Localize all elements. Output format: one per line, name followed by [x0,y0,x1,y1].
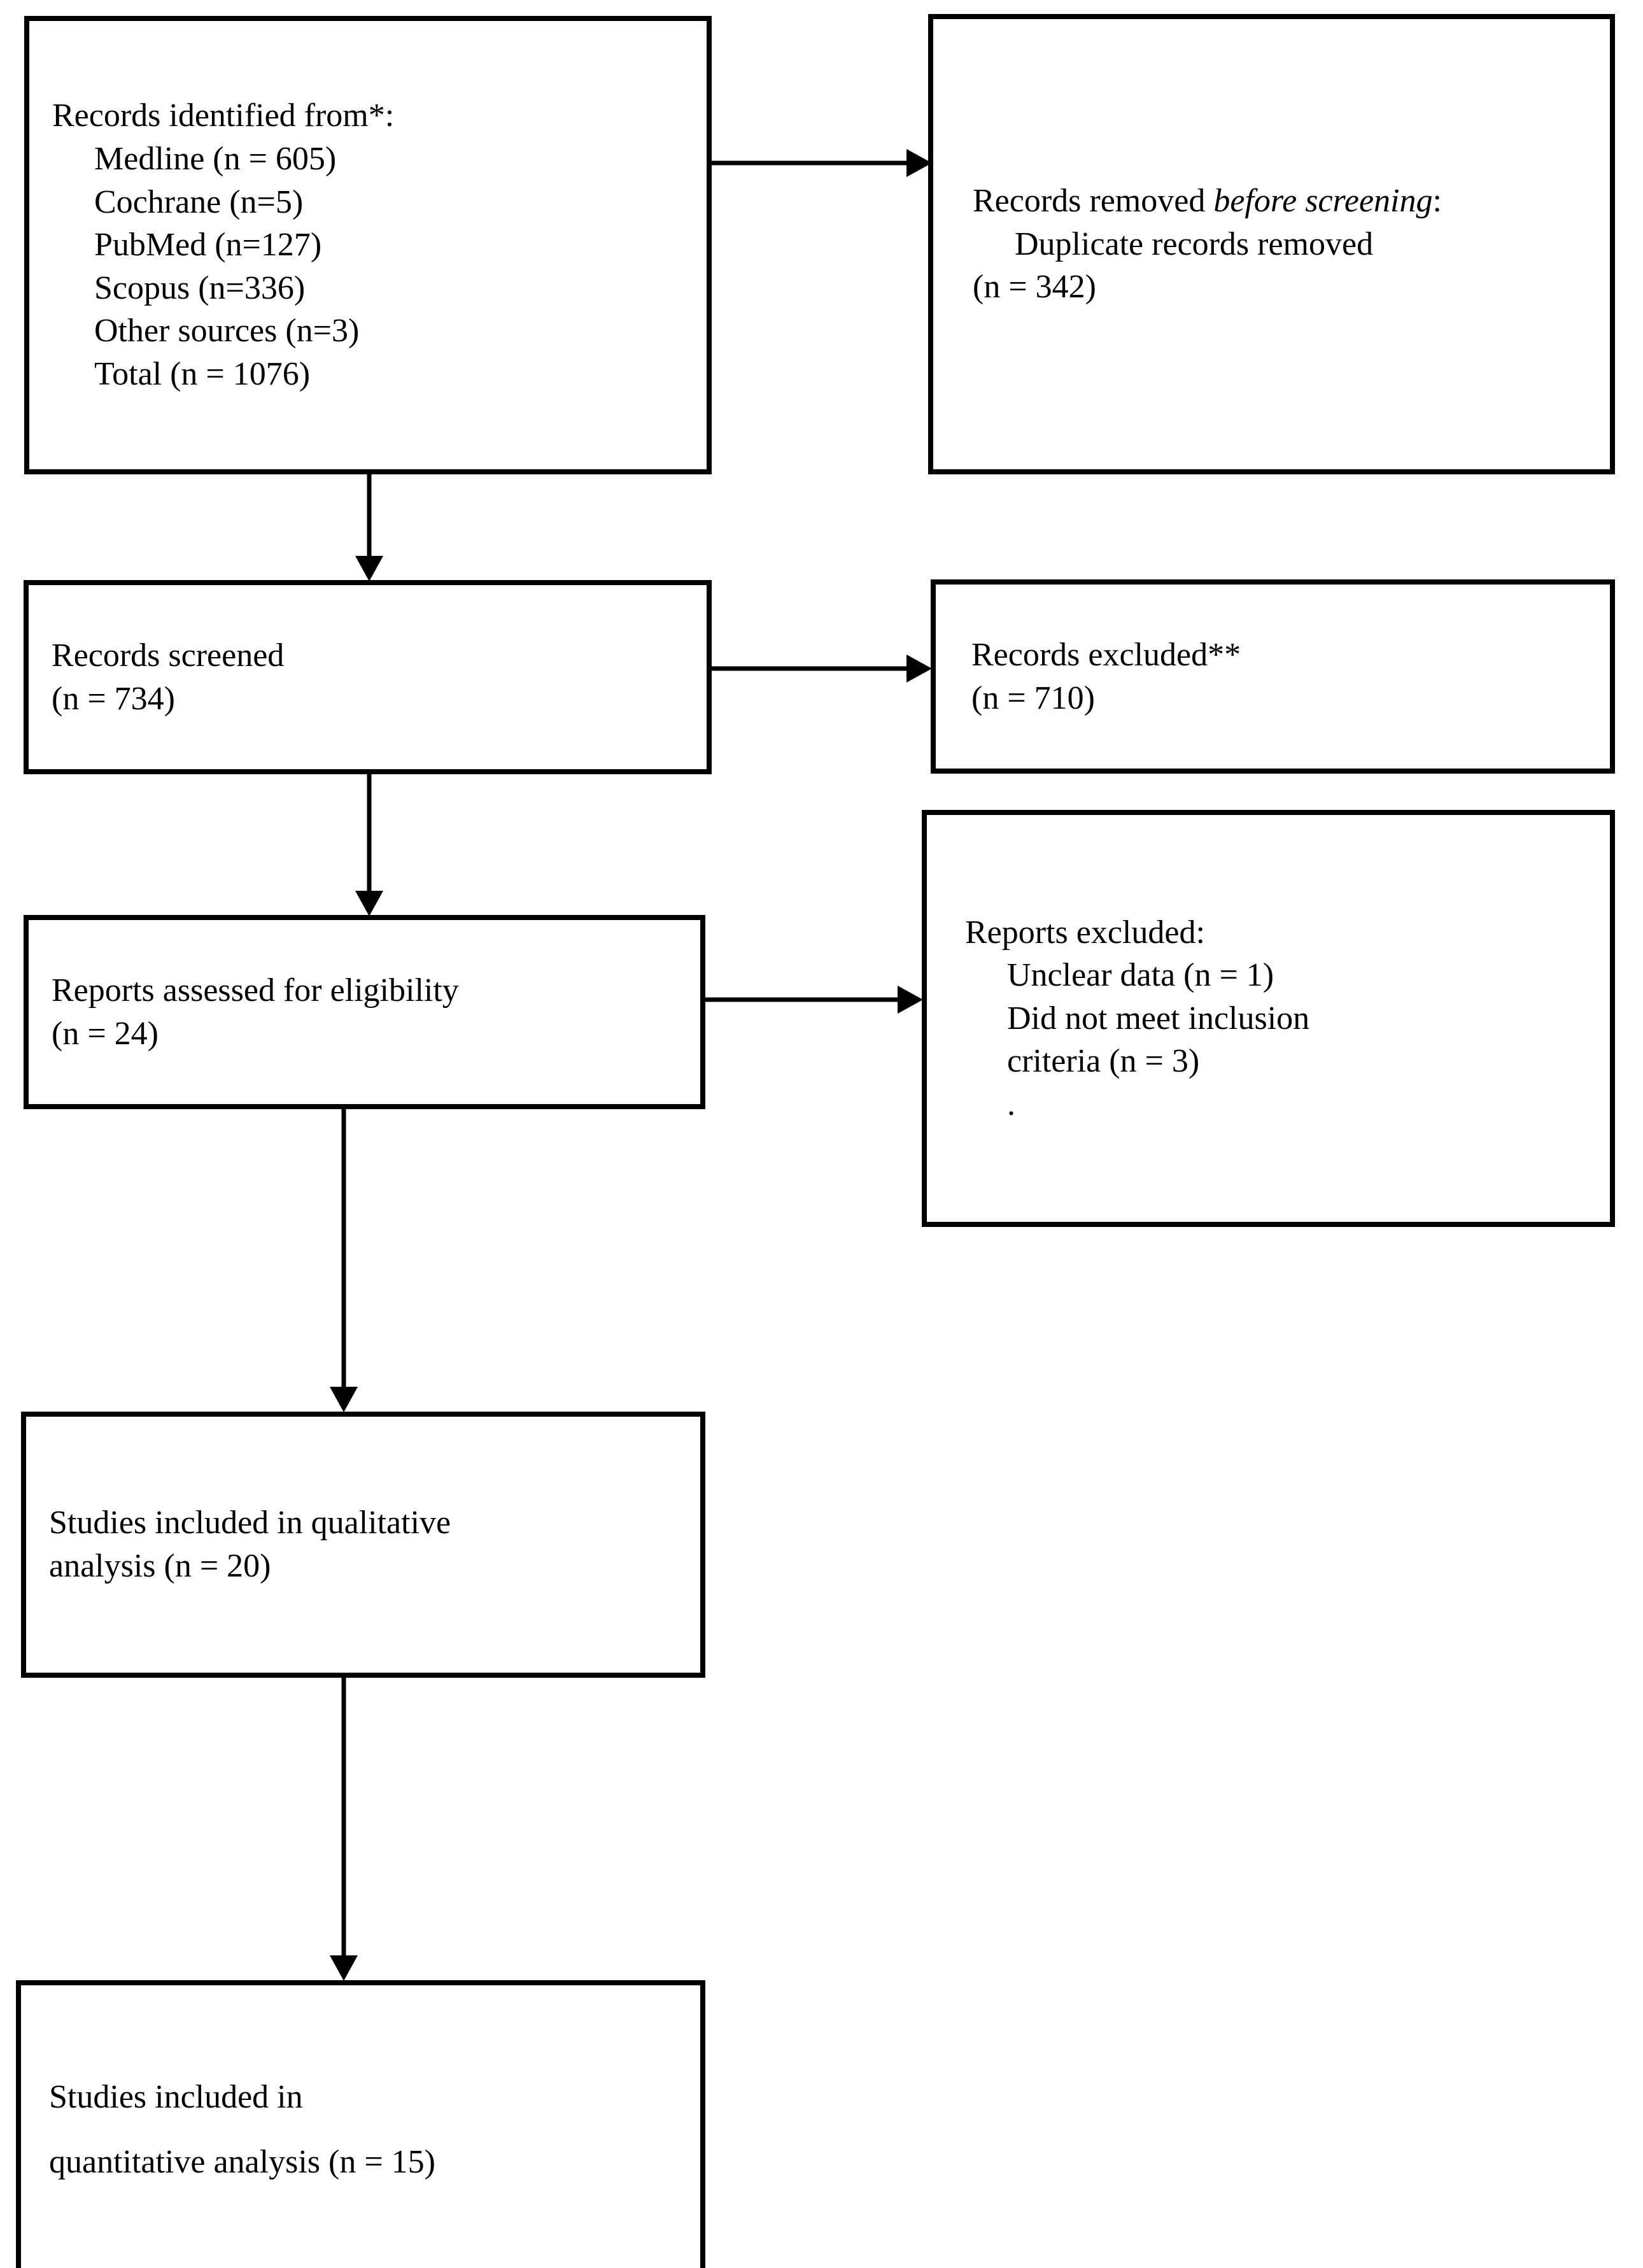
arrow-head [355,891,383,916]
reports-excluded-item-inclusion-1: Did not meet inclusion [1007,1000,1310,1037]
records-screened-count: (n = 734) [52,680,175,717]
arrow-eligibility-to-reports-excluded [705,974,928,1025]
reports-excluded-heading: Reports excluded: [965,914,1205,951]
box-qualitative-text: Studies included in qualitative analysis … [26,1501,700,1587]
box-studies-quantitative-analysis: Studies included in quantitative analysis… [16,1980,705,2268]
arrow-eligibility-to-reports-excluded-svg [705,986,923,1014]
box-records-removed-before-screening: Records removed before screening: Duplica… [928,14,1615,474]
box-reports-excluded: Reports excluded: Unclear data (n = 1) Did… [922,810,1615,1227]
arrow-head [330,1955,358,1981]
box-studies-qualitative-analysis: Studies included in qualitative analysis … [21,1412,705,1678]
records-removed-item-duplicates: Duplicate records removed [1015,225,1374,262]
qualitative-line-1: Studies included in qualitative [49,1505,451,1542]
arrow-head [330,1387,358,1412]
records-identified-item-total: Total (n = 1076) [94,355,311,392]
arrow-head [906,655,932,683]
box-records-excluded: Records excluded** (n = 710) [931,579,1615,774]
arrow-identified-to-removed-svg [712,149,932,177]
box-records-removed-text: Records removed before screening: Duplica… [933,180,1610,309]
box-records-identified-text: Records identified from*: Medline (n = 60… [29,94,707,395]
records-screened-label: Records screened [52,637,285,674]
records-removed-heading-post: : [1432,183,1442,220]
qualitative-line-2: analysis (n = 20) [49,1548,271,1584]
arrow-screened-to-eligibility-svg [355,774,383,916]
records-identified-item-medline: Medline (n = 605) [94,141,337,178]
eligibility-label: Reports assessed for eligibility [52,972,459,1009]
box-records-screened: Records screened (n = 734) [24,580,712,774]
arrow-qualitative-to-quantitative-svg [330,1678,358,1981]
box-records-identified: Records identified from*: Medline (n = 60… [24,16,712,474]
eligibility-count: (n = 24) [52,1015,159,1052]
reports-excluded-item-unclear-data: Unclear data (n = 1) [1007,957,1274,994]
box-reports-assessed-for-eligibility: Reports assessed for eligibility (n = 24) [24,915,705,1109]
box-records-excluded-text: Records excluded** (n = 710) [936,634,1610,719]
records-identified-item-other-sources: Other sources (n=3) [94,313,360,350]
quantitative-line-1: Studies included in [49,2079,303,2116]
quantitative-line-2: quantitative analysis (n = 15) [49,2144,435,2180]
box-quantitative-text: Studies included in quantitative analysis… [21,2076,700,2183]
records-identified-item-scopus: Scopus (n=336) [94,269,306,306]
arrow-screened-to-eligibility [344,774,395,918]
arrow-screened-to-records-excluded [712,643,934,694]
records-removed-heading-pre: Records removed [973,183,1214,220]
records-excluded-label: Records excluded** [971,636,1241,673]
arrow-qualitative-to-quantitative [318,1678,369,1982]
arrow-eligibility-to-qualitative [318,1109,369,1414]
arrow-screened-to-records-excluded-svg [712,655,932,683]
arrow-identified-to-screened [344,474,395,583]
arrow-identified-to-screened-svg [355,474,383,581]
reports-excluded-item-inclusion-2: criteria (n = 3) [1007,1043,1200,1080]
records-identified-heading: Records identified from*: [52,97,395,134]
box-records-screened-text: Records screened (n = 734) [29,634,707,720]
records-removed-heading-italic: before screening [1213,183,1433,220]
records-excluded-count: (n = 710) [971,679,1095,716]
records-removed-count: (n = 342) [973,269,1096,306]
records-identified-item-pubmed: PubMed (n=127) [94,227,322,264]
reports-excluded-item-trailing-period: . [1007,1086,1015,1123]
box-reports-excluded-text: Reports excluded: Unclear data (n = 1) Did… [927,911,1610,1126]
arrow-identified-to-removed [712,138,934,188]
box-eligibility-text: Reports assessed for eligibility (n = 24) [29,969,700,1055]
arrow-head [898,986,923,1014]
records-identified-item-cochrane: Cochrane (n=5) [94,183,304,220]
records-removed-heading: Records removed before screening: [973,183,1442,219]
arrow-head [355,556,383,581]
arrow-eligibility-to-qualitative-svg [330,1109,358,1412]
arrow-head [906,149,932,177]
